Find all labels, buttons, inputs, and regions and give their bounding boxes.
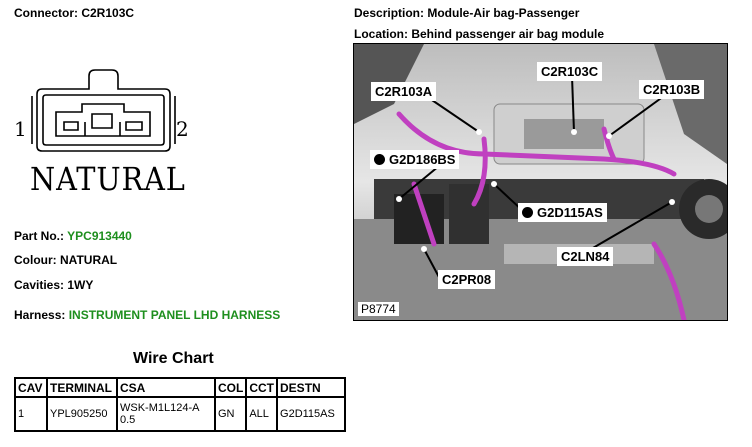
connector-face-diagram <box>31 69 176 152</box>
callout-c2pr08: C2PR08 <box>438 270 496 289</box>
table-row: 1 YPL905250 WSK-M1L124-A 0.5 GN ALL G2D1… <box>14 396 346 432</box>
part-number: Part No.: YPC913440 <box>14 229 132 243</box>
callout-g2d115as: G2D115AS <box>518 203 607 222</box>
harness-link[interactable]: INSTRUMENT PANEL LHD HARNESS <box>68 308 281 322</box>
cell-csa: WSK-M1L124-A 0.5 <box>116 396 216 432</box>
ground-dot-icon <box>374 154 385 165</box>
cell-terminal: YPL905250 <box>46 396 118 432</box>
cavities: Cavities: 1WY <box>14 278 94 292</box>
col-csa: CSA <box>116 377 216 398</box>
col-cct: CCT <box>245 377 279 398</box>
col-col: COL <box>213 377 248 398</box>
cell-cct: ALL <box>245 396 279 432</box>
location-photo: C2R103A C2R103C C2R103B G2D186BS G2D115A… <box>353 43 728 321</box>
callout-c2r103b: C2R103B <box>639 80 705 99</box>
part-number-value: YPC913440 <box>67 229 132 243</box>
callout-c2r103c: C2R103C <box>537 62 603 81</box>
harness: Harness: INSTRUMENT PANEL LHD HARNESS <box>14 308 281 322</box>
pin-1-label: 1 <box>14 117 27 141</box>
wire-chart-title: Wire Chart <box>133 350 214 367</box>
location-heading: Location: Behind passenger air bag modul… <box>354 27 605 41</box>
wire-chart-table: CAV TERMINAL CSA COL CCT DESTN 1 YPL9052… <box>14 377 346 432</box>
description-heading: Description: Module-Air bag-Passenger <box>354 6 580 20</box>
connector-id: C2R103C <box>81 6 135 20</box>
callout-g2d186bs: G2D186BS <box>370 150 460 169</box>
col-destn: DESTN <box>276 377 346 398</box>
connector-colour-caption: NATURAL <box>30 160 186 198</box>
photo-reference: P8774 <box>358 302 399 316</box>
location-value: Behind passenger air bag module <box>411 27 605 41</box>
colour: Colour: NATURAL <box>14 253 118 267</box>
cell-col: GN <box>213 396 248 432</box>
ground-dot-icon <box>522 207 533 218</box>
pin-2-label: 2 <box>176 117 189 141</box>
callout-c2ln84: C2LN84 <box>557 247 614 266</box>
wire-chart-header-row: CAV TERMINAL CSA COL CCT DESTN <box>14 377 346 398</box>
callout-c2r103a: C2R103A <box>371 82 437 101</box>
col-terminal: TERMINAL <box>46 377 118 398</box>
connector-heading: Connector: C2R103C <box>14 6 135 20</box>
colour-value: NATURAL <box>60 253 118 267</box>
cavities-value: 1WY <box>67 278 94 292</box>
cell-cav: 1 <box>14 396 48 432</box>
cell-destn: G2D115AS <box>276 396 346 432</box>
description-value: Module-Air bag-Passenger <box>427 6 580 20</box>
col-cav: CAV <box>14 377 48 398</box>
